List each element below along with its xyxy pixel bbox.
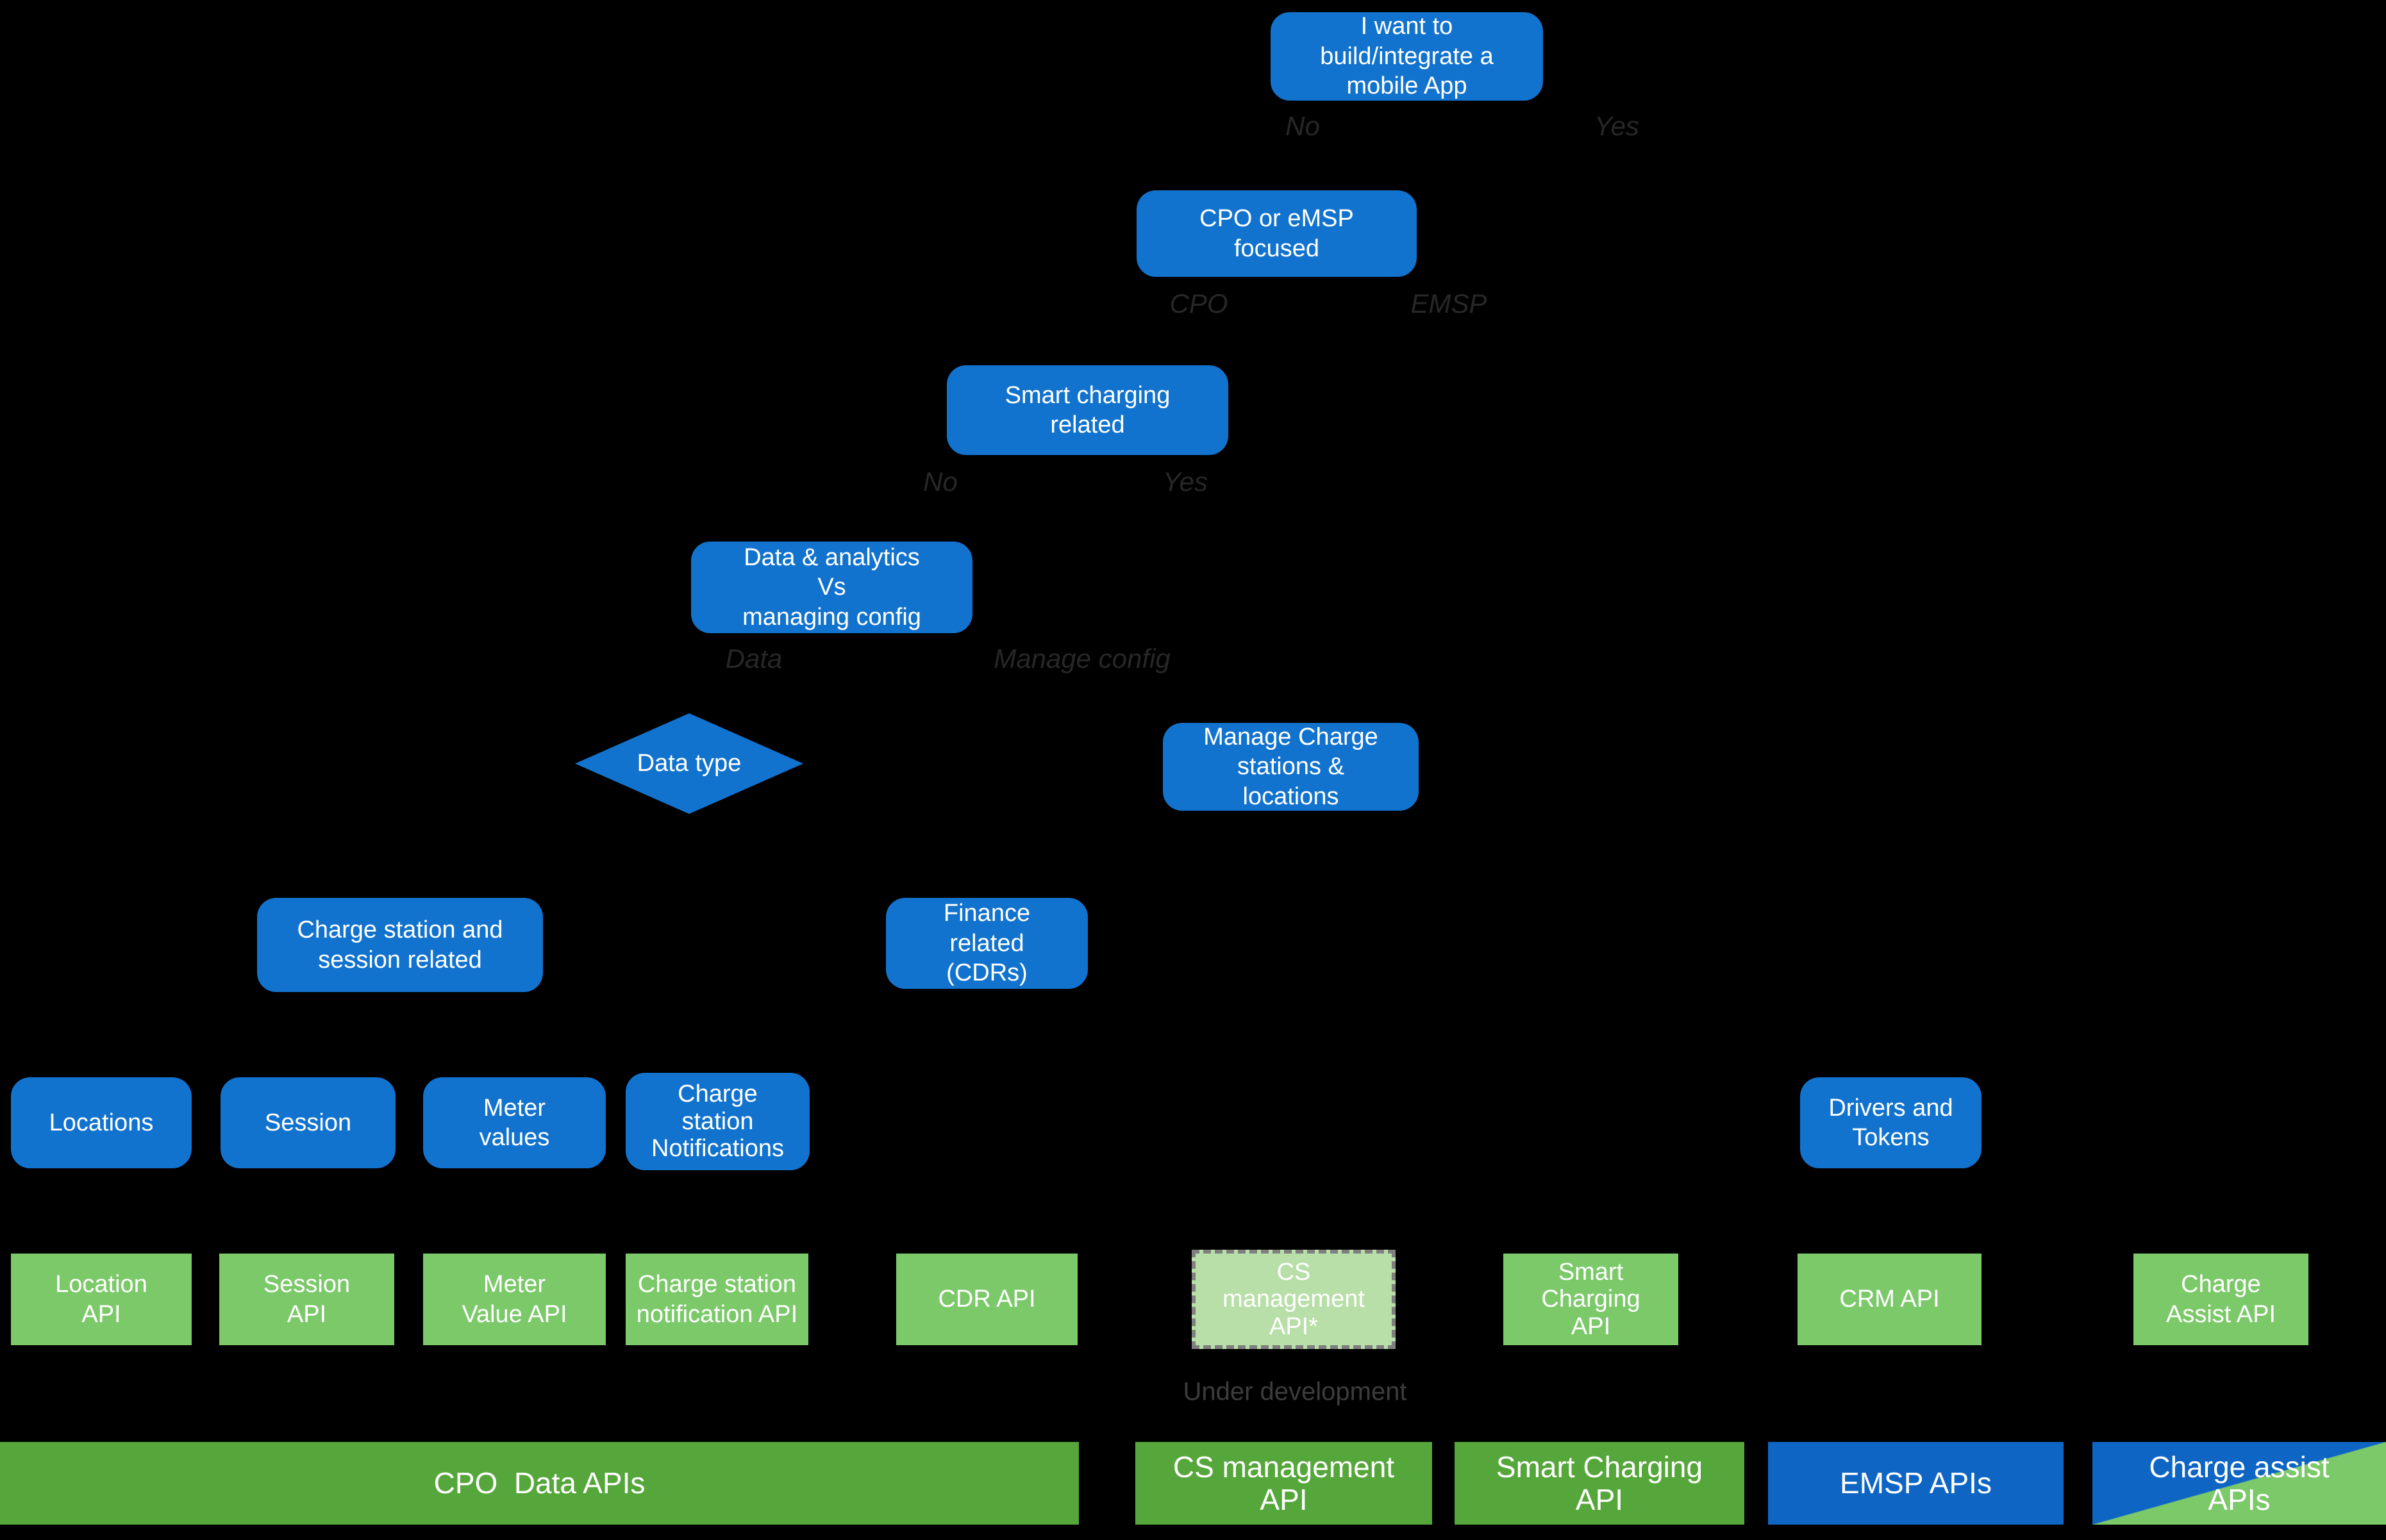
node-meter-values: Meter values: [423, 1077, 606, 1168]
edge-label-data: Data: [725, 643, 783, 674]
api-box-session-api: Session API: [219, 1254, 394, 1345]
edge-label-manage-config: Manage config: [994, 643, 1171, 674]
node-data-vs-managing-config: Data & analytics Vs managing config: [691, 542, 972, 633]
edge-label-yes-smart: Yes: [1162, 467, 1208, 497]
api-box-cdr-api: CDR API: [896, 1254, 1078, 1345]
group-bar-cpo-data-apis: CPO Data APIs: [0, 1442, 1079, 1525]
node-drivers-and-tokens: Drivers and Tokens: [1800, 1077, 1981, 1168]
group-bar-cs-management-api: CS management API: [1135, 1442, 1432, 1525]
api-box-crm-api: CRM API: [1798, 1254, 1981, 1345]
group-bar-emsp-apis: EMSP APIs: [1768, 1442, 2064, 1525]
group-bar-smart-charging-api: Smart Charging API: [1455, 1442, 1744, 1525]
node-manage-charge-stations-locations: Manage Charge stations & locations: [1163, 723, 1419, 811]
node-locations: Locations: [11, 1077, 192, 1168]
api-box-location-api: Location API: [11, 1254, 192, 1345]
node-charge-station-notifications: Charge station Notifications: [626, 1073, 810, 1170]
edge-label-no-mobile: No: [1285, 111, 1320, 141]
api-box-charge-assist-api: Charge Assist API: [2133, 1254, 2308, 1345]
group-bar-charge-assist-apis: Charge assist APIs: [2092, 1442, 2386, 1525]
api-box-charge-station-notification-api: Charge station notification API: [626, 1254, 808, 1345]
edge-label-cpo: CPO: [1169, 288, 1228, 319]
api-box-smart-charging-api: Smart Charging API: [1503, 1254, 1678, 1345]
node-finance-related-cdrs: Finance related (CDRs): [886, 898, 1088, 989]
node-session: Session: [221, 1077, 396, 1168]
node-mobile-app: I want to build/integrate a mobile App: [1271, 12, 1543, 101]
edge-label-yes-mobile: Yes: [1594, 111, 1640, 141]
edge-label-no-smart: No: [923, 467, 958, 497]
node-charge-station-session-related: Charge station and session related: [257, 898, 543, 992]
under-development-note: Under development: [1183, 1377, 1407, 1406]
edge-label-emsp: EMSP: [1410, 288, 1487, 319]
api-box-cs-management-api-under-development: CS management API*: [1192, 1250, 1396, 1349]
api-box-meter-value-api: Meter Value API: [423, 1254, 606, 1345]
decision-data-type: Data type: [575, 713, 803, 814]
node-smart-charging-related: Smart charging related: [947, 365, 1228, 455]
node-cpo-or-emsp-focused: CPO or eMSP focused: [1137, 190, 1417, 277]
